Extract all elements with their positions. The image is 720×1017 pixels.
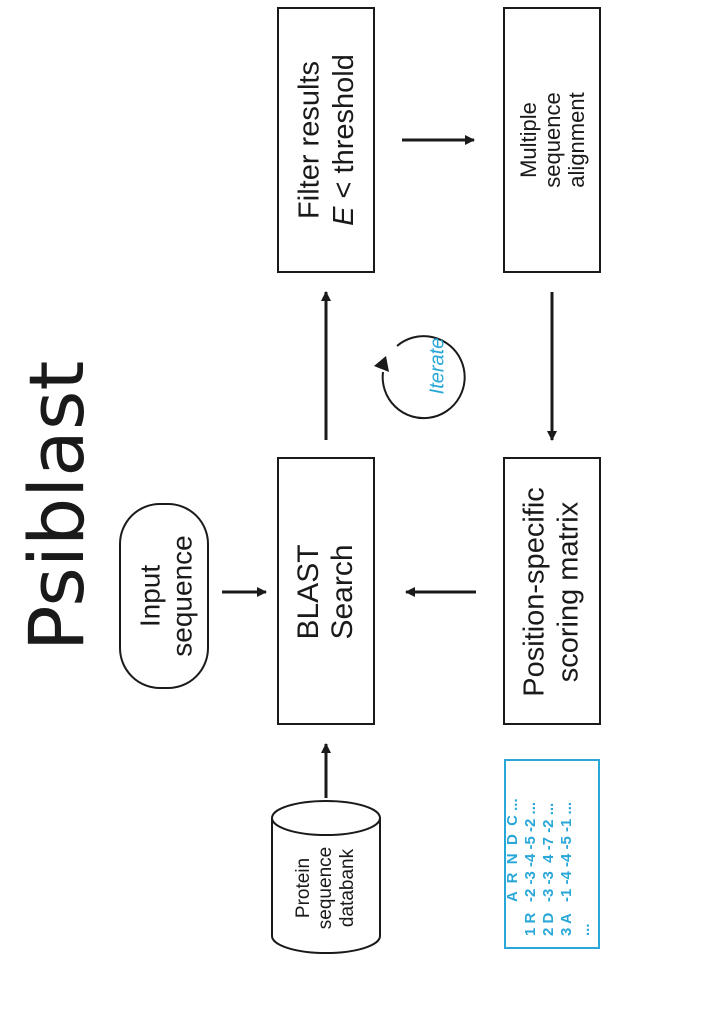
diagram-title: Psiblast	[12, 361, 101, 652]
scoring-matrix-box	[504, 759, 600, 949]
matrix-row-values: -1 -4 -4 -5 -1 ...	[558, 802, 575, 902]
blast-search-node	[277, 457, 375, 725]
svg-text:sequence: sequence	[540, 92, 565, 187]
svg-text:Protein: Protein	[293, 858, 314, 918]
svg-text:scoring matrix: scoring matrix	[553, 501, 585, 682]
databank-label: Protein sequence databank	[293, 847, 358, 929]
svg-text:Position-specific: Position-specific	[519, 487, 551, 697]
pssm-node	[503, 457, 601, 725]
matrix-header: A R N D C ...	[504, 798, 521, 902]
svg-text:Filter results: Filter results	[294, 61, 326, 219]
input-sequence-node	[119, 503, 209, 689]
iterate-loop-icon	[381, 335, 466, 420]
msa-label: Multiple sequence alignment	[516, 92, 589, 187]
svg-text:databank: databank	[337, 848, 358, 927]
blast-search-label: BLAST Search	[292, 544, 359, 639]
matrix-row-values: -2 -3 -4 -5 -2 ...	[522, 802, 539, 902]
svg-text:Input: Input	[134, 565, 165, 627]
iterate-label: Iterate	[426, 338, 448, 395]
filter-results-label: Filter results E < threshold	[294, 54, 360, 226]
matrix-row-label: 3 A	[558, 913, 575, 936]
matrix-row-label: ...	[576, 923, 593, 936]
matrix-row-label: 1 R	[522, 912, 539, 936]
svg-text:sequence: sequence	[315, 847, 336, 929]
svg-text:BLAST: BLAST	[292, 544, 325, 639]
multiple-sequence-alignment-node	[503, 7, 601, 273]
svg-text:sequence: sequence	[166, 535, 197, 656]
matrix-row-label: 2 D	[540, 912, 557, 936]
svg-text:Multiple: Multiple	[516, 102, 541, 178]
svg-text:Search: Search	[326, 544, 359, 639]
matrix-row-values: -3 -3 4 -7 -2 ...	[540, 803, 557, 902]
svg-text:E < threshold: E < threshold	[328, 54, 360, 226]
iterate-arrowhead-icon	[374, 356, 389, 372]
scoring-matrix-table: A R N D C ... 1 R -2 -3 -4 -5 -2 ... 2 D…	[504, 798, 593, 936]
protein-databank-node	[271, 800, 381, 954]
filter-results-node	[277, 7, 375, 273]
pssm-label: Position-specific scoring matrix	[519, 487, 585, 697]
input-sequence-label: Input sequence	[134, 535, 197, 656]
svg-text:alignment: alignment	[564, 92, 589, 187]
